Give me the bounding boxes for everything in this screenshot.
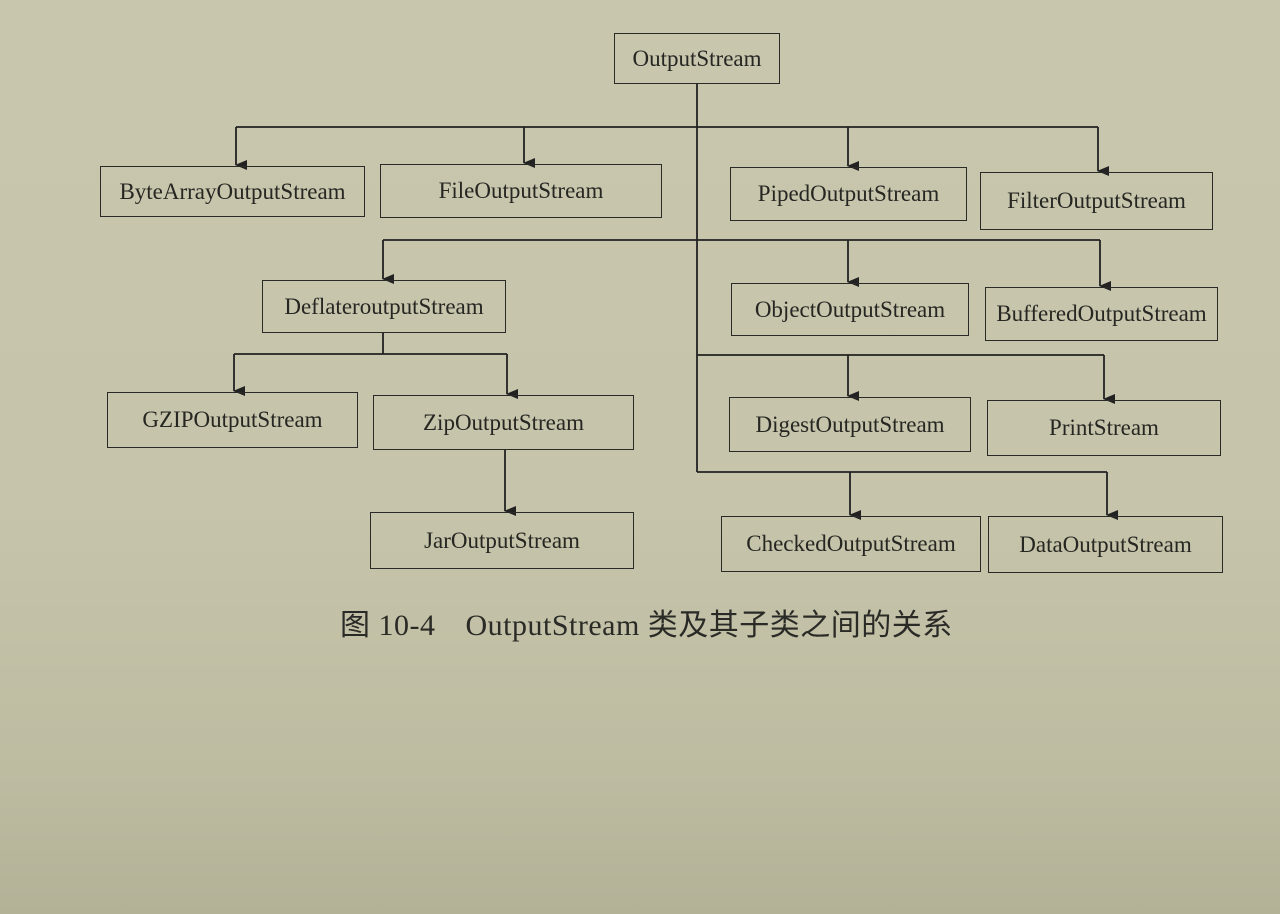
node-jar-output-stream: JarOutputStream bbox=[370, 512, 634, 569]
node-data-output-stream: DataOutputStream bbox=[988, 516, 1223, 573]
figure-number: 图 10-4 bbox=[340, 609, 436, 642]
node-filter-output-stream: FilterOutputStream bbox=[980, 172, 1213, 230]
node-zip-output-stream: ZipOutputStream bbox=[373, 395, 634, 450]
node-file-output-stream: FileOutputStream bbox=[380, 164, 662, 218]
node-gzip-output-stream: GZIPOutputStream bbox=[107, 392, 358, 448]
node-digest-output-stream: DigestOutputStream bbox=[729, 397, 971, 452]
node-deflater-output-stream: DeflateroutputStream bbox=[262, 280, 506, 333]
node-buffered-output-stream: BufferedOutputStream bbox=[985, 287, 1218, 341]
figure-caption: 图 10-4 OutputStream 类及其子类之间的关系 bbox=[340, 600, 953, 644]
node-print-stream: PrintStream bbox=[987, 400, 1221, 456]
node-piped-output-stream: PipedOutputStream bbox=[730, 167, 967, 221]
node-byte-array-output-stream: ByteArrayOutputStream bbox=[100, 166, 365, 217]
node-checked-output-stream: CheckedOutputStream bbox=[721, 516, 981, 572]
node-object-output-stream: ObjectOutputStream bbox=[731, 283, 969, 336]
caption-text: OutputStream 类及其子类之间的关系 bbox=[465, 609, 953, 642]
node-output-stream: OutputStream bbox=[614, 33, 780, 84]
